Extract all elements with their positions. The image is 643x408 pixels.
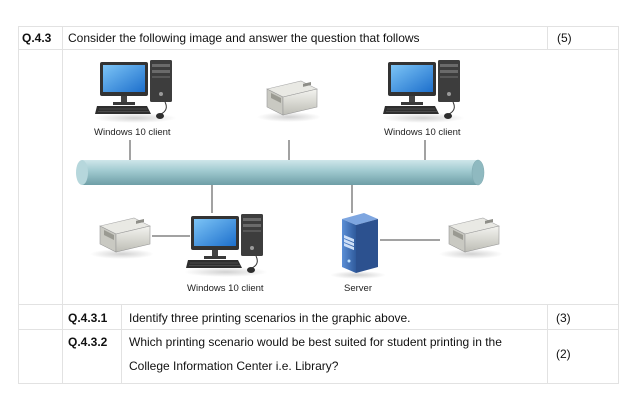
table-col-marks — [547, 26, 548, 50]
table-col-question — [62, 26, 63, 384]
label-server: Server — [344, 283, 372, 294]
label-client-bottom: Windows 10 client — [187, 283, 264, 294]
printer-icon — [90, 217, 154, 259]
table-col-subnumber — [121, 304, 122, 384]
desktop-computer-icon — [93, 60, 177, 123]
table-border-bottom — [18, 383, 618, 384]
question-marks: (5) — [557, 31, 572, 45]
question-text: Consider the following image and answer … — [68, 31, 420, 45]
table-border-row1 — [18, 49, 618, 50]
table-border-top — [18, 26, 618, 27]
network-links — [129, 140, 440, 241]
subquestion-1-marks: (3) — [556, 311, 571, 325]
table-border-row2 — [18, 304, 618, 305]
table-col-marks-lower — [547, 304, 548, 384]
label-client-top-right: Windows 10 client — [384, 127, 461, 138]
label-client-top-left: Windows 10 client — [94, 127, 171, 138]
subquestion-2-text-line-2: College Information Center i.e. Library? — [129, 359, 339, 373]
server-icon — [330, 213, 386, 279]
desktop-computer-icon — [184, 214, 268, 277]
table-border-right — [618, 26, 619, 384]
printer-icon — [439, 217, 503, 259]
network-bus — [76, 159, 485, 186]
table-border-left — [18, 26, 19, 384]
subquestion-1-text: Identify three printing scenarios in the… — [129, 311, 411, 325]
table-border-row3 — [18, 329, 618, 330]
subquestion-1-number: Q.4.3.1 — [68, 311, 108, 325]
desktop-computer-icon — [381, 60, 465, 123]
subquestion-2-number: Q.4.3.2 — [68, 335, 108, 349]
printer-icon — [257, 80, 321, 122]
question-number: Q.4.3 — [22, 31, 52, 45]
subquestion-2-text-line-1: Which printing scenario would be best su… — [129, 335, 502, 349]
subquestion-2-marks: (2) — [556, 347, 571, 361]
